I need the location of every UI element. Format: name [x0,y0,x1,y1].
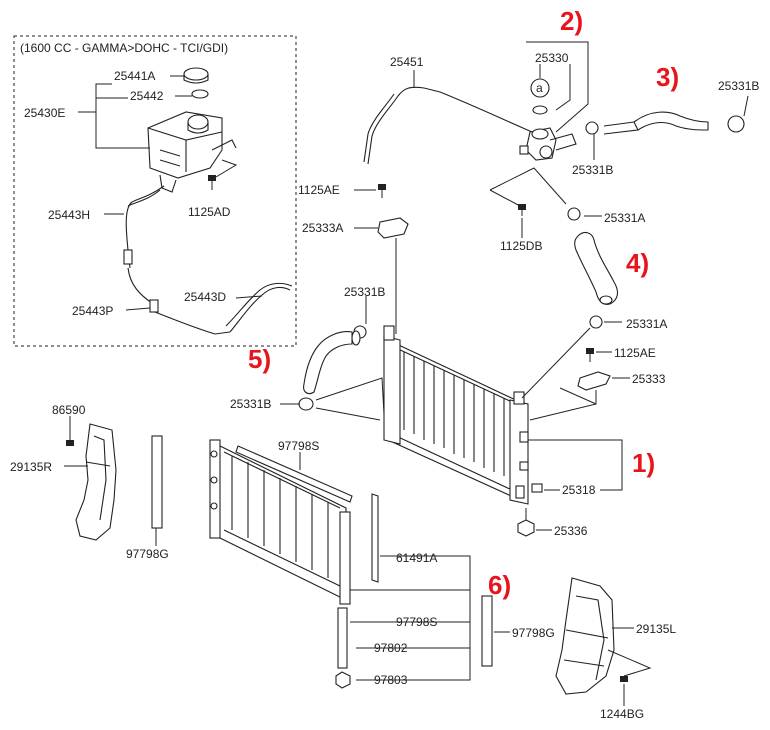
reservoir-kit-group: (1600 CC - GAMMA>DOHC - TCI/GDI) [13,35,297,347]
label-97803: 97803 [374,673,408,687]
label-25331A-right: 25331A [626,317,667,331]
kit-dashed-frame [13,35,297,347]
label-97798S-bottom: 97798S [396,615,437,629]
label-86590: 86590 [52,403,86,417]
label-25336: 25336 [554,524,588,538]
label-61491A: 61491A [396,551,437,565]
label-25441A: 25441A [114,69,155,83]
callout-2: 2) [560,6,583,36]
hose-5-drawing [303,331,353,395]
label-29135R: 29135R [10,460,52,474]
label-25331A-top: 25331A [604,211,645,225]
label-29135L: 29135L [636,622,676,636]
label-25331B-left: 25331B [344,285,385,299]
seal-ring-drawing [191,89,209,99]
overflow-hose-25451-drawing [367,86,533,165]
label-1125AE-right: 1125AE [614,346,656,360]
label-25331B-mid: 25331B [572,163,613,177]
label-25442: 25442 [130,89,164,103]
label-1244BG: 1244BG [600,707,644,721]
label-25330: 25330 [535,51,569,65]
label-97802: 97802 [374,641,408,655]
air-guard-29135R-drawing [75,423,117,541]
callout-6: 6) [488,570,511,600]
label-25443P: 25443P [72,304,113,318]
hose-3-drawing [633,111,709,131]
bolt-1125DB-drawing [518,204,526,216]
reservoir-cap-drawing [183,67,209,81]
upper-hose-group: 25451 a 25330 25331B 25331B [363,41,759,305]
svg-text:a: a [536,81,543,95]
kit-caption: (1600 CC - GAMMA>DOHC - TCI/GDI) [20,41,228,55]
label-97798G-left: 97798G [126,547,169,561]
label-25443D: 25443D [184,290,226,304]
callout-1: 1) [632,448,655,478]
label-25443H: 25443H [48,208,90,222]
callout-4: 4) [626,248,649,278]
label-1125DB: 1125DB [500,239,542,253]
right-air-guard-group: 29135L 1244BG [555,577,676,721]
label-25331B-topright: 25331B [718,79,759,93]
radiator-fasteners: 1125AE 25333A 25331B 25331B 25331A 1125A… [230,183,667,538]
bolt-1125AD-drawing [208,175,216,190]
hose-4-drawing [574,231,619,305]
label-25333: 25333 [632,372,666,386]
label-25333A: 25333A [302,221,343,235]
label-1125AE-top: 1125AE [298,183,340,197]
label-97798S-top: 97798S [278,439,319,453]
rod-97802-drawing [337,607,348,669]
reservoir-tank-drawing [147,111,237,193]
radiator-drawing [383,325,529,505]
callouts: 2) 3) 4) 5) 1) 6) [248,6,679,600]
label-25430E: 25430E [24,106,65,120]
callout-5: 5) [248,344,271,374]
air-guard-29135L-drawing [555,577,615,695]
label-97798G-right: 97798G [512,626,555,640]
water-outlet-fitting-drawing: a [519,78,577,161]
hose-25443H-drawing [125,185,165,269]
label-25451: 25451 [390,55,424,69]
label-25331B-lower: 25331B [230,397,271,411]
callout-3: 3) [656,62,679,92]
left-air-guard-group: 86590 29135R 97798G [10,403,169,561]
condenser-group: 97798S 61491A 97798S 97802 97803 97798G [209,439,555,689]
label-1125AD: 1125AD [188,205,231,219]
label-25318: 25318 [562,483,596,497]
